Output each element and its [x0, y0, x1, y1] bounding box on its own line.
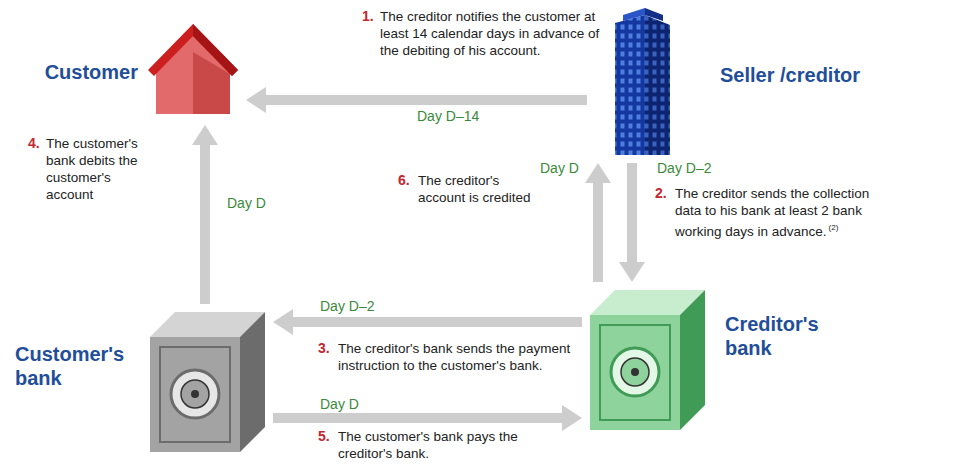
house-icon: Customer [148, 22, 238, 117]
bank-safe-shape [150, 312, 265, 452]
callout-number: 4. [28, 135, 40, 152]
day-label: Day D–2 [655, 160, 713, 177]
bank-safe-shape [590, 290, 705, 430]
flow-arrow [192, 125, 218, 304]
house-icon-shape [148, 22, 238, 117]
node-label: Customer's bank [15, 342, 115, 390]
flow-arrow [585, 163, 611, 282]
office-building-shape [595, 5, 685, 155]
step-note: The creditor's bank sends the payment in… [338, 340, 573, 374]
flow-arrow [619, 163, 645, 282]
day-label: Day D–2 [318, 298, 376, 315]
callout-number: 2. [655, 185, 667, 202]
step-note: The customer's bank debits the customer'… [46, 135, 156, 203]
callout-number: 5. [318, 428, 330, 445]
step-note: The creditor notifies the customer at le… [380, 8, 602, 59]
node-label: Seller /creditor [720, 63, 860, 87]
day-label: Day D [318, 396, 361, 413]
bank-safe: Customer's bank [150, 312, 265, 452]
day-label: Day D–14 [415, 108, 481, 125]
note-block: The creditor sends the collection data t… [675, 185, 890, 240]
callout-number: 1. [362, 8, 374, 25]
node-label: Customer [45, 60, 138, 84]
step-note: The customer's bank pays the creditor's … [338, 428, 573, 462]
office-building: Seller /creditor [595, 5, 685, 155]
footnote-mark: (2) [829, 223, 839, 232]
callout-number: 6. [398, 172, 410, 189]
bank-safe: Creditor's bank [590, 290, 705, 430]
node-label: Creditor's bank [725, 312, 845, 360]
step-note: The creditor's account is credited [418, 172, 548, 206]
day-label: Day D [225, 195, 268, 212]
day-label: Day D [538, 160, 581, 177]
step-note: The creditor sends the collection data t… [675, 186, 869, 239]
callout-number: 3. [318, 340, 330, 357]
